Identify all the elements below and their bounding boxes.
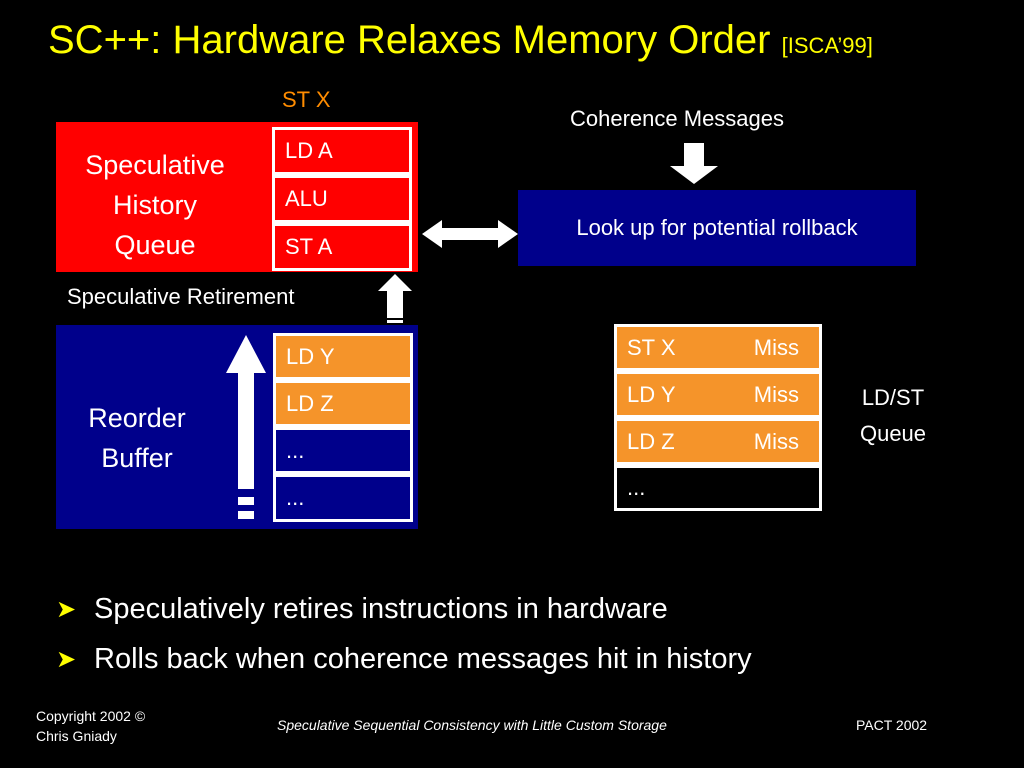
double-arrow — [422, 220, 518, 248]
shq-label-line: History — [112, 190, 197, 220]
rob-entry: LD Y — [273, 333, 413, 380]
ldst-status: Miss — [753, 428, 799, 454]
shq-label-line: Queue — [114, 230, 196, 260]
shq-label: Speculative History Queue — [62, 145, 248, 265]
coherence-down-arrow — [670, 143, 718, 184]
ldst-op: LD Y — [627, 381, 676, 407]
ldst-queue-row: LD Z Miss — [614, 418, 822, 465]
lookup-label: Look up for potential rollback — [576, 215, 858, 240]
rob-entry: LD Z — [273, 380, 413, 427]
arrow-bullet-icon: ➤ — [56, 595, 77, 623]
shq-entry: ALU — [272, 175, 412, 223]
ldst-queue-label: LD/ST Queue — [850, 380, 936, 452]
bullet-text: Speculatively retires instructions in ha… — [94, 592, 668, 625]
bullet-list: ➤ Speculatively retires instructions in … — [56, 584, 752, 684]
title-reference: [ISCA’99] — [781, 33, 873, 58]
ldst-queue-row: ST X Miss — [614, 324, 822, 371]
ldst-queue-row: LD Y Miss — [614, 371, 822, 418]
rob-label: Reorder Buffer — [62, 398, 212, 478]
ldst-op: ST X — [627, 334, 676, 360]
speculative-retirement-label: Speculative Retirement — [67, 284, 295, 309]
rob-label-line: Buffer — [101, 443, 173, 473]
ldst-label-line: LD/ST — [861, 385, 925, 410]
st-x-label: ST X — [282, 87, 331, 112]
bullet-item: ➤ Speculatively retires instructions in … — [56, 584, 752, 634]
shq-entry: ST A — [272, 223, 412, 271]
retirement-arrow-dash — [387, 320, 403, 323]
bullet-text: Rolls back when coherence messages hit i… — [94, 642, 752, 675]
ldst-label-line: Queue — [859, 421, 927, 446]
footer-paper-title: Speculative Sequential Consistency with … — [277, 717, 667, 733]
footer-copyright: Copyright 2002 © Chris Gniady — [36, 706, 145, 746]
ldst-op: ... — [627, 475, 646, 500]
copyright-line: Copyright 2002 © — [36, 708, 146, 724]
author-line: Chris Gniady — [36, 728, 117, 744]
rob-up-arrow — [226, 335, 266, 519]
rob-entry: ... — [273, 474, 413, 522]
ldst-op: LD Z — [627, 428, 675, 454]
rob-label-line: Reorder — [88, 403, 186, 433]
rollback-lookup-box: Look up for potential rollback — [518, 190, 916, 266]
footer-venue: PACT 2002 — [856, 717, 928, 733]
rob-entry: ... — [273, 427, 413, 474]
ldst-status: Miss — [753, 381, 799, 407]
arrow-bullet-icon: ➤ — [56, 645, 77, 673]
ldst-status: Miss — [753, 334, 799, 360]
bullet-item: ➤ Rolls back when coherence messages hit… — [56, 634, 752, 684]
title-text: SC++: Hardware Relaxes Memory Order — [48, 18, 771, 62]
slide-title: SC++: Hardware Relaxes Memory Order [ISC… — [48, 18, 873, 63]
ldst-queue-row: ... — [614, 465, 822, 511]
shq-label-line: Speculative — [85, 150, 225, 180]
shq-entry: LD A — [272, 127, 412, 175]
coherence-messages-label: Coherence Messages — [570, 106, 785, 131]
retirement-up-arrow — [378, 274, 412, 318]
